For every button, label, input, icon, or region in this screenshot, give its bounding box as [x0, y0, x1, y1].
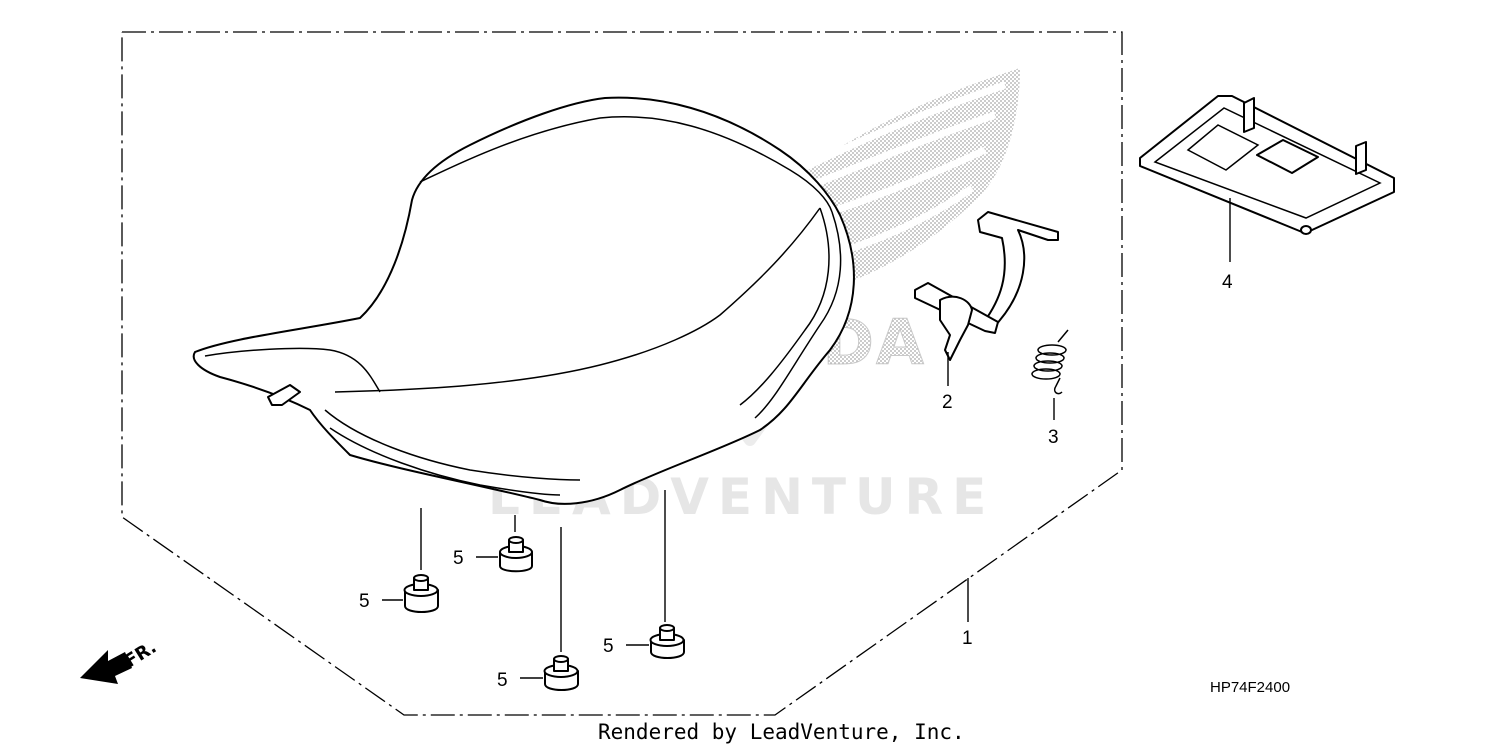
callout-part-5-c: 5: [497, 670, 508, 691]
cushion-part-5-a: [382, 508, 439, 613]
assembly-boundary: [121, 31, 1123, 716]
cushion-part-5-c: [520, 527, 579, 691]
cushion-part-5-d: [626, 490, 685, 659]
tray-part-4: [1139, 95, 1395, 235]
callout-part-1: 1: [962, 628, 973, 649]
callout-part-4: 4: [1222, 272, 1233, 293]
diagram-code: HP74F2400: [1210, 679, 1290, 696]
callout-part-5-a: 5: [359, 591, 370, 612]
front-arrow-icon: [80, 650, 132, 684]
callout-part-5-d: 5: [603, 636, 614, 657]
render-credit: Rendered by LeadVenture, Inc.: [598, 720, 965, 744]
spring-part-3: [1031, 329, 1069, 395]
callout-part-5-b: 5: [453, 548, 464, 569]
seat-assembly-part-1: [192, 96, 855, 505]
seat-catch-part-2: [914, 211, 1059, 361]
callout-part-2: 2: [942, 392, 953, 413]
callout-part-3: 3: [1048, 427, 1059, 448]
cushion-part-5-b: [476, 515, 533, 573]
